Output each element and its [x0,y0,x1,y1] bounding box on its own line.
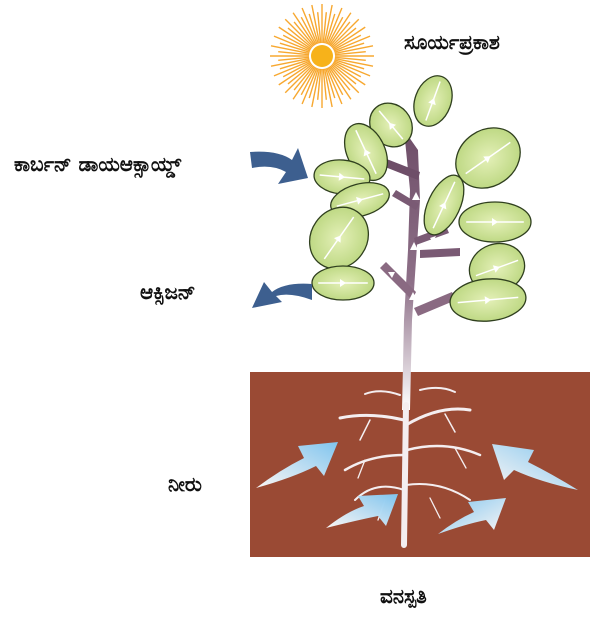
arrow-in-icon [250,148,308,184]
label-carbon-dioxide: ಕಾರ್ಬನ್ ಡಾಯಆಕ್ಸಾಯ್ಡ್ [14,152,181,176]
sun-icon [270,4,374,108]
label-oxygen: ಆಕ್ಸಿಜನ್ [140,280,196,304]
plant-stem [380,130,460,410]
label-sunlight: ಸೂರ್ಯಪ್ರಕಾಶ [404,30,500,54]
arrow-out-icon [252,282,312,308]
leaf [312,266,374,300]
leaf [459,202,531,242]
label-water: ನೀರು [168,472,202,496]
label-plant: ವನಸ್ಪತಿ [380,584,427,608]
leaf [407,70,459,131]
